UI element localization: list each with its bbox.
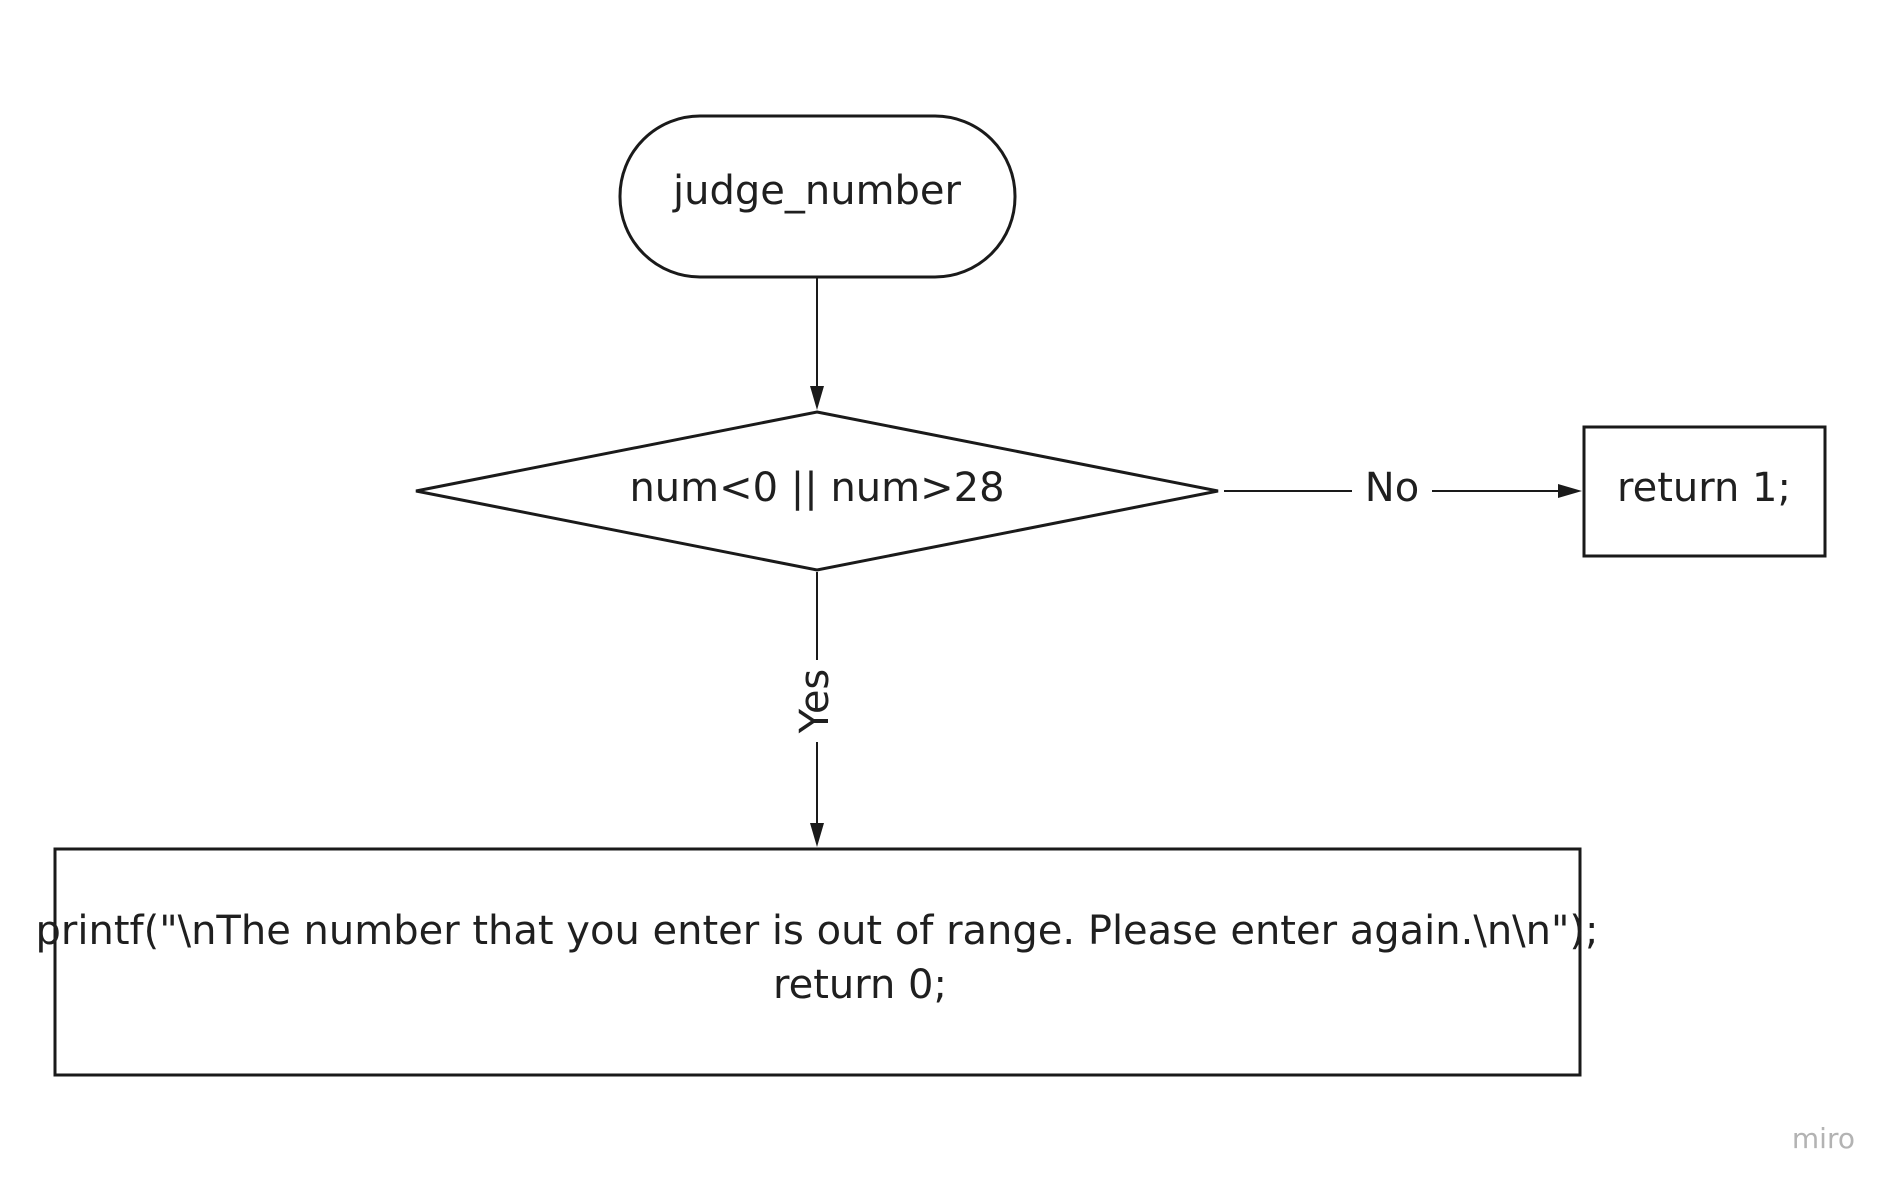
- print-block-node[interactable]: printf("\nThe number that you enter is o…: [36, 847, 1599, 1077]
- edge-yes: Yes: [792, 572, 838, 847]
- start-node[interactable]: judge_number: [618, 114, 1017, 279]
- decision-node-label: num<0 || num>28: [629, 465, 1004, 511]
- edge-no-arrowhead: [1558, 484, 1582, 498]
- print-block-label-line2: return 0;: [773, 962, 947, 1008]
- edge-no: No: [1224, 465, 1582, 511]
- edge-yes-label: Yes: [792, 669, 838, 735]
- print-block-label-line1: printf("\nThe number that you enter is o…: [36, 908, 1599, 954]
- decision-node[interactable]: num<0 || num>28: [415, 410, 1219, 572]
- start-node-label: judge_number: [672, 168, 962, 214]
- miro-watermark: miro: [1792, 1122, 1855, 1155]
- edge-no-label: No: [1365, 465, 1419, 511]
- print-block-node-shape: [53, 847, 1582, 1077]
- return-one-node[interactable]: return 1;: [1582, 425, 1827, 558]
- decision-node-shape: [415, 410, 1219, 572]
- edge-start-to-decision: [810, 277, 824, 410]
- edge-start-to-decision-arrowhead: [810, 386, 824, 410]
- return-one-node-shape: [1582, 425, 1827, 558]
- edge-yes-arrowhead: [810, 823, 824, 847]
- return-one-node-label: return 1;: [1617, 465, 1791, 511]
